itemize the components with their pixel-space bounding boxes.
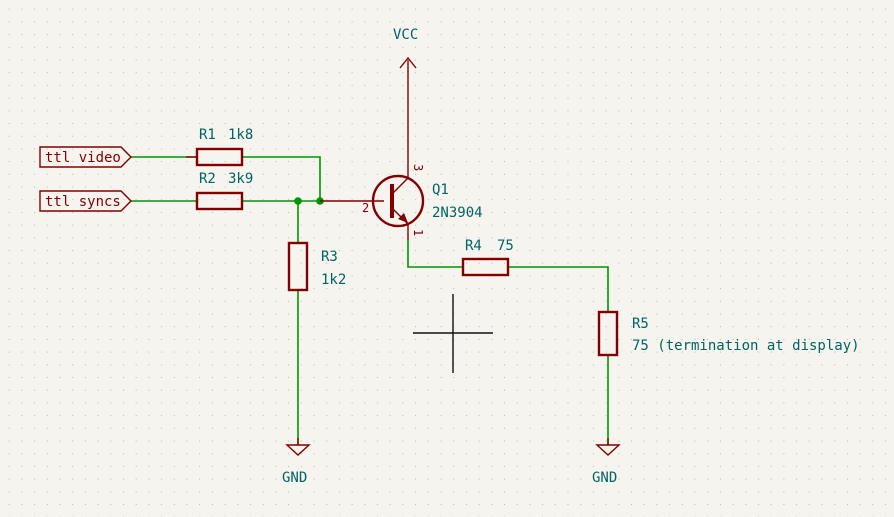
global-label-text: ttl syncs [45, 194, 121, 210]
r1-reference: R1 [199, 127, 216, 143]
crosshair-cursor-icon [413, 294, 493, 373]
junction-dot [294, 197, 302, 205]
r1-value: 1k8 [228, 127, 253, 143]
power-arrow-up-icon [399, 56, 417, 69]
transistor-circle [371, 174, 425, 228]
resistor-r1[interactable]: R1 1k8 [186, 127, 253, 167]
power-gnd-r3[interactable]: GND [282, 438, 311, 486]
gnd-label: GND [592, 470, 617, 486]
wire-r4-r5[interactable] [508, 266, 609, 312]
wires [131, 156, 609, 445]
resistor-r3[interactable]: R3 1k2 [287, 241, 346, 292]
wire-emitter-r4[interactable] [407, 240, 463, 268]
vcc-label: VCC [393, 27, 418, 43]
resistor-r2[interactable]: R2 3k9 [195, 171, 253, 211]
q1-reference: Q1 [432, 182, 449, 198]
transistor-q1[interactable]: 2 3 1 Q1 2N3904 [320, 60, 483, 240]
ground-triangle-icon [595, 444, 621, 456]
pin-base-number: 2 [362, 201, 369, 215]
r5-reference: R5 [632, 316, 649, 332]
pin-emitter-number: 1 [411, 229, 425, 236]
resistor-r5[interactable]: R5 75 (termination at display) [597, 310, 860, 357]
emitter-arrow-icon [398, 213, 408, 223]
global-label-ttl-syncs[interactable]: ttl syncs [39, 190, 132, 212]
collector-line [392, 177, 409, 194]
global-label-ttl-video[interactable]: ttl video [39, 146, 132, 168]
r4-value: 75 [497, 238, 514, 254]
power-vcc[interactable]: VCC [393, 27, 418, 69]
global-label-shape [39, 146, 132, 168]
q1-value: 2N3904 [432, 205, 483, 221]
pin-collector-number: 3 [411, 164, 425, 171]
global-label-shape [39, 190, 132, 212]
ground-triangle-icon [285, 444, 311, 456]
resistor-body [195, 191, 244, 211]
resistor-body [195, 147, 244, 167]
gnd-label: GND [282, 470, 307, 486]
r5-value: 75 (termination at display) [632, 338, 860, 354]
global-label-text: ttl video [45, 150, 121, 166]
r2-value: 3k9 [228, 171, 253, 187]
r4-reference: R4 [465, 238, 482, 254]
resistor-body [597, 310, 619, 357]
wire-r1-base[interactable] [242, 156, 321, 201]
r2-reference: R2 [199, 171, 216, 187]
resistor-r4[interactable]: R4 75 [461, 238, 514, 277]
power-gnd-r5[interactable]: GND [592, 438, 621, 486]
resistor-body [461, 257, 510, 277]
r3-value: 1k2 [321, 272, 346, 288]
r3-reference: R3 [321, 249, 338, 265]
resistor-body [287, 241, 309, 292]
